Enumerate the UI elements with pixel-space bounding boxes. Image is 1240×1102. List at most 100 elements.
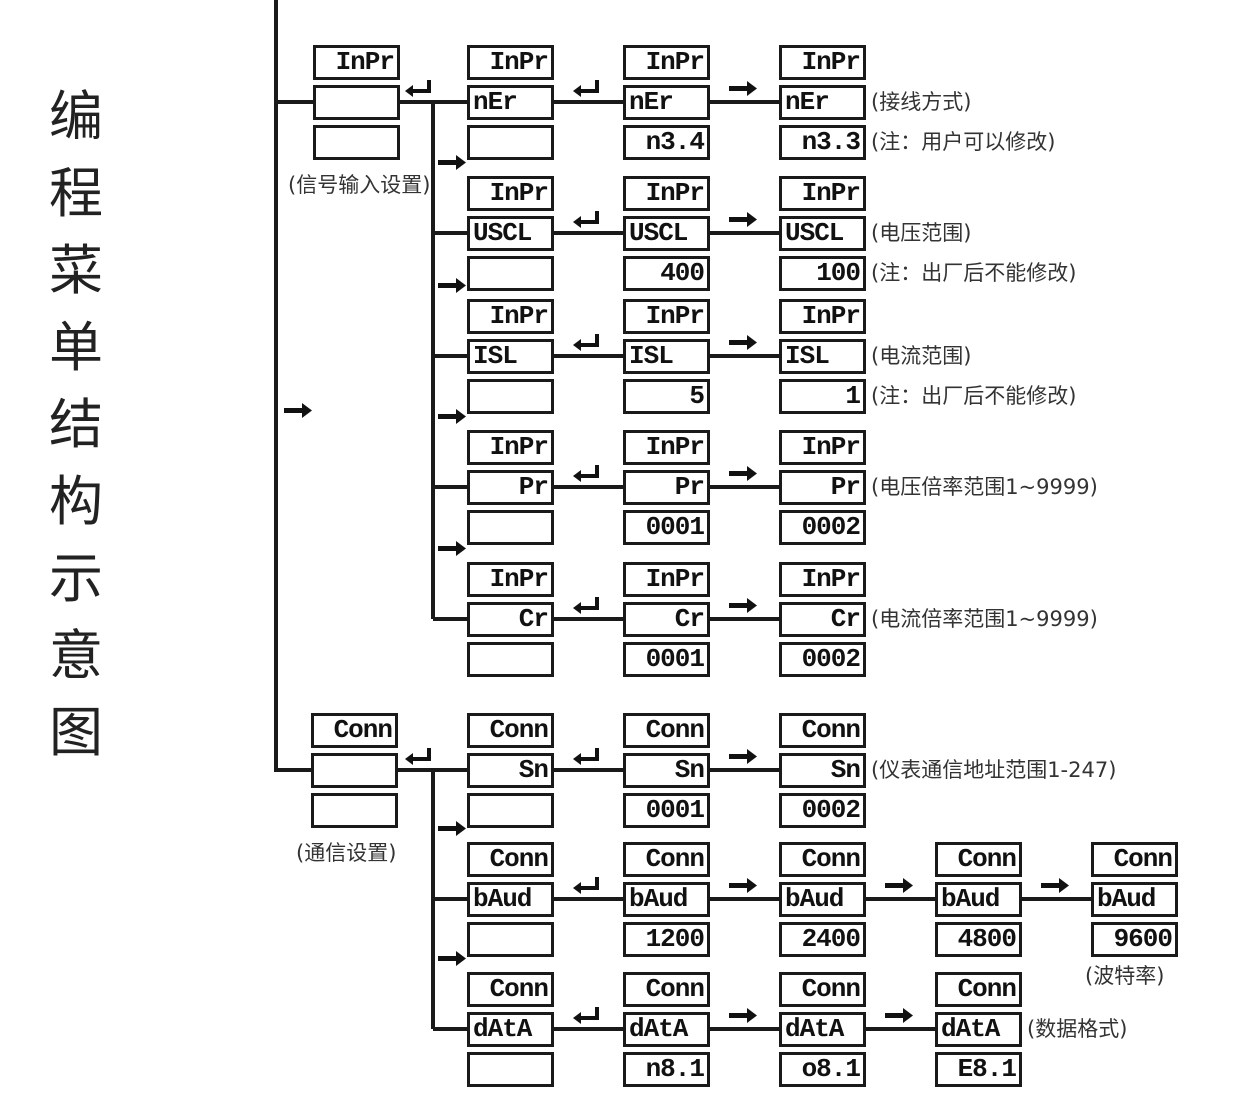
display-line-top: Conn	[935, 842, 1022, 877]
annotation-note: (注：用户可以修改)	[871, 130, 1056, 154]
display-line-top: Conn	[623, 713, 710, 748]
display-line-bottom	[467, 256, 554, 291]
display-line-top: InPr	[467, 176, 554, 211]
right-arrow-icon	[436, 152, 468, 172]
display-line-bottom: n8.1	[623, 1052, 710, 1087]
annotation-note: (电流倍率范围1~9999)	[871, 607, 1098, 631]
display-line-bottom	[467, 922, 554, 957]
display-line-top: Conn	[467, 842, 554, 877]
title-char: 示	[49, 547, 103, 610]
right-arrow-icon	[883, 875, 915, 895]
display-line-top: InPr	[467, 299, 554, 334]
connector-line	[276, 100, 313, 104]
display-line-middle: USCL	[467, 216, 554, 251]
right-arrow-icon	[436, 406, 468, 426]
display-line-bottom: o8.1	[779, 1052, 866, 1087]
title-char: 菜	[49, 239, 103, 302]
display-line-top: Conn	[779, 972, 866, 1007]
connector-line	[863, 1027, 935, 1031]
right-arrow-icon	[727, 78, 759, 98]
display-line-middle: bAud	[779, 882, 866, 917]
display-line-bottom: 0002	[779, 510, 866, 545]
title-char: 单	[49, 316, 103, 379]
display-line-bottom: 0001	[623, 642, 710, 677]
enter-arrow-icon	[571, 332, 603, 352]
annotation-note: (注：出厂后不能修改)	[871, 384, 1077, 408]
display-line-middle: bAud	[1091, 882, 1178, 917]
right-arrow-icon	[436, 538, 468, 558]
connector-line	[551, 231, 623, 235]
connector-line	[707, 231, 779, 235]
display-line-top: Conn	[623, 842, 710, 877]
right-arrow-icon	[727, 209, 759, 229]
display-panel: Conn dAtA o8.1	[779, 972, 866, 1087]
connector-line	[433, 617, 467, 621]
display-line-middle: dAtA	[779, 1012, 866, 1047]
display-line-top: InPr	[623, 176, 710, 211]
display-line-middle: bAud	[623, 882, 710, 917]
connector-line	[707, 617, 779, 621]
display-line-top: InPr	[467, 562, 554, 597]
connector-line	[551, 100, 623, 104]
display-line-top: InPr	[623, 45, 710, 80]
right-arrow-icon	[436, 948, 468, 968]
display-line-middle: USCL	[623, 216, 710, 251]
right-arrow-icon	[883, 1005, 915, 1025]
connector-line	[433, 1027, 467, 1031]
display-line-bottom: 1200	[623, 922, 710, 957]
display-line-bottom	[313, 125, 400, 160]
connector-line	[863, 897, 935, 901]
display-line-bottom: 0002	[779, 642, 866, 677]
title-char: 程	[49, 162, 103, 225]
display-line-bottom	[467, 1052, 554, 1087]
display-line-middle: nEr	[623, 85, 710, 120]
right-arrow-icon	[727, 746, 759, 766]
connector-line	[707, 897, 779, 901]
connector-line	[433, 897, 467, 901]
display-line-middle: nEr	[467, 85, 554, 120]
annotation-note: (数据格式)	[1027, 1017, 1128, 1041]
display-line-bottom: 100	[779, 256, 866, 291]
display-line-top: Conn	[779, 842, 866, 877]
enter-arrow-icon	[403, 746, 435, 766]
display-line-middle: bAud	[467, 882, 554, 917]
display-line-bottom	[467, 510, 554, 545]
display-panel: Conn	[311, 713, 398, 828]
display-line-middle	[313, 85, 400, 120]
annotation-note: (电压倍率范围1~9999)	[871, 475, 1098, 499]
display-line-middle: Sn	[779, 753, 866, 788]
connector-line	[707, 485, 779, 489]
display-line-bottom: 0001	[623, 793, 710, 828]
title-char: 编	[49, 85, 103, 148]
connector-line	[1019, 897, 1091, 901]
right-arrow-icon	[727, 595, 759, 615]
display-line-bottom: 0002	[779, 793, 866, 828]
enter-arrow-icon	[571, 78, 603, 98]
display-line-bottom: 400	[623, 256, 710, 291]
menu-label: (通信设置)	[296, 841, 397, 865]
display-line-middle: dAtA	[467, 1012, 554, 1047]
connector-line	[551, 768, 623, 772]
connector-line	[433, 354, 467, 358]
title-char: 意	[49, 624, 103, 687]
annotation-note: (接线方式)	[871, 90, 972, 114]
display-line-middle: Pr	[779, 470, 866, 505]
display-line-top: InPr	[779, 430, 866, 465]
display-line-middle: Pr	[467, 470, 554, 505]
enter-arrow-icon	[571, 209, 603, 229]
connector-line	[707, 768, 779, 772]
